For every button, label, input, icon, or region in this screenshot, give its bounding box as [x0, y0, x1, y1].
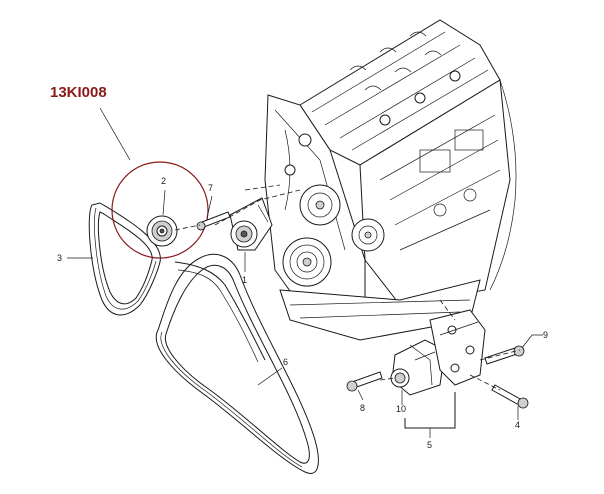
reference-code: 13KI008 — [50, 84, 107, 101]
tensioner-1 — [229, 197, 273, 251]
engine-block — [264, 19, 517, 341]
callout-8: 8 — [360, 403, 365, 413]
callout-6: 6 — [283, 357, 288, 367]
callout-4: 4 — [515, 420, 520, 430]
bolt-7 — [196, 211, 231, 231]
belt-6 — [155, 253, 319, 474]
callout-2: 2 — [161, 176, 166, 186]
callout-7: 7 — [208, 183, 213, 193]
callout-1: 1 — [242, 275, 247, 285]
bolt-4 — [491, 384, 529, 409]
callout-9: 9 — [543, 330, 548, 340]
idler-pulley-2 — [146, 215, 178, 247]
belt-3 — [88, 202, 161, 316]
pump-unit-10 — [390, 339, 446, 396]
callout-5: 5 — [427, 440, 432, 450]
callout-10: 10 — [396, 404, 406, 414]
bolt-9 — [484, 345, 525, 365]
highlight-circle — [111, 161, 209, 259]
bolt-8 — [346, 371, 383, 392]
bracket-5 — [429, 309, 486, 386]
assembly-lines — [174, 184, 521, 391]
callout-3: 3 — [57, 253, 62, 263]
leader-lines — [67, 107, 543, 438]
